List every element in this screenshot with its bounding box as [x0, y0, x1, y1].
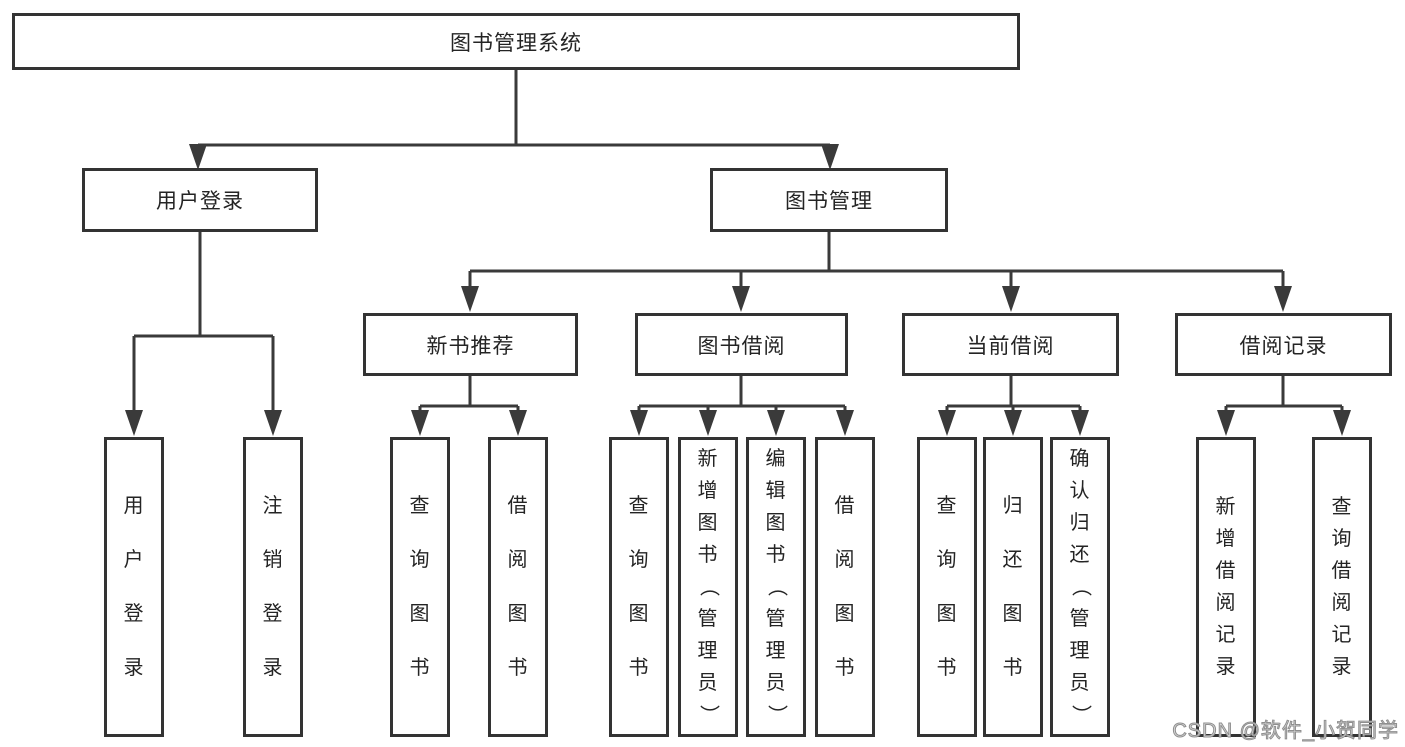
arrowhead — [836, 410, 854, 436]
node-borrow-records: 借阅记录 — [1175, 313, 1392, 376]
leaf-label: 新增图书（管理员） — [697, 448, 719, 726]
leaf-label: 查询图书 — [409, 495, 431, 679]
node-current-borrow: 当前借阅 — [902, 313, 1119, 376]
arrowhead — [630, 410, 648, 436]
leaf-borrow-books: 借阅图书 — [815, 437, 875, 737]
leaf-query-books-current: 查询图书 — [917, 437, 977, 737]
node-label: 用户登录 — [156, 190, 244, 213]
leaf-label: 借阅图书 — [834, 495, 856, 679]
node-label: 新书推荐 — [426, 334, 515, 358]
connector-book-mgmt — [468, 232, 1285, 288]
watermark: CSDN @软件_小贺同学 — [1172, 720, 1399, 743]
node-book-borrow: 图书借阅 — [635, 313, 848, 376]
leaf-add-borrow-record: 新增借阅记录 — [1196, 437, 1256, 737]
node-user-login-branch: 用户登录 — [82, 168, 318, 232]
node-label: 当前借阅 — [966, 334, 1055, 358]
node-book-mgmt-branch: 图书管理 — [710, 168, 948, 232]
arrowhead — [461, 286, 479, 312]
arrowhead — [821, 144, 839, 170]
connector-current-borrow — [945, 376, 1082, 412]
leaf-borrow-books-recommend: 借阅图书 — [488, 437, 548, 737]
arrowhead — [1002, 286, 1020, 312]
leaf-logout: 注销登录 — [243, 437, 303, 737]
arrowhead — [125, 410, 143, 436]
leaf-query-books-borrow: 查询图书 — [609, 437, 669, 737]
arrowhead — [699, 410, 717, 436]
connector-user-login — [132, 232, 275, 412]
leaf-label: 归还图书 — [1002, 495, 1024, 679]
arrowhead — [732, 286, 750, 312]
leaf-edit-books-admin: 编辑图书（管理员） — [746, 437, 806, 737]
arrowhead — [509, 410, 527, 436]
leaf-label: 查询图书 — [628, 495, 650, 679]
arrowhead — [1217, 410, 1235, 436]
leaf-label: 新增借阅记录 — [1215, 496, 1237, 678]
arrowhead — [1274, 286, 1292, 312]
leaf-label: 借阅图书 — [507, 495, 529, 679]
leaf-user-login: 用户登录 — [104, 437, 164, 737]
leaf-label: 编辑图书（管理员） — [765, 448, 787, 726]
leaf-label: 查询借阅记录 — [1331, 496, 1353, 678]
node-label: 图书管理 — [785, 190, 873, 213]
connector-borrow-records — [1224, 376, 1344, 412]
leaf-add-books-admin: 新增图书（管理员） — [678, 437, 738, 737]
arrowhead — [1333, 410, 1351, 436]
arrowhead — [938, 410, 956, 436]
node-new-book-recommend: 新书推荐 — [363, 313, 578, 376]
leaf-label: 查询图书 — [936, 495, 958, 679]
connector-book-borrow — [637, 376, 847, 412]
node-root: 图书管理系统 — [12, 13, 1020, 70]
arrowhead — [411, 410, 429, 436]
arrowhead — [767, 410, 785, 436]
connector-root — [196, 70, 832, 148]
node-root-label: 图书管理系统 — [450, 31, 582, 55]
leaf-return-books: 归还图书 — [983, 437, 1043, 737]
leaf-label: 注销登录 — [262, 495, 284, 679]
leaf-query-borrow-record: 查询借阅记录 — [1312, 437, 1372, 737]
leaf-label: 确认归还（管理员） — [1069, 448, 1091, 726]
leaf-query-books-recommend: 查询图书 — [390, 437, 450, 737]
arrowhead — [264, 410, 282, 436]
arrowhead — [1071, 410, 1089, 436]
node-label: 图书借阅 — [697, 334, 786, 358]
connector-new-book — [418, 376, 520, 412]
arrowhead — [1004, 410, 1022, 436]
node-label: 借阅记录 — [1239, 334, 1328, 358]
leaf-label: 用户登录 — [123, 495, 145, 679]
leaf-confirm-return-admin: 确认归还（管理员） — [1050, 437, 1110, 737]
arrowhead — [189, 144, 207, 170]
